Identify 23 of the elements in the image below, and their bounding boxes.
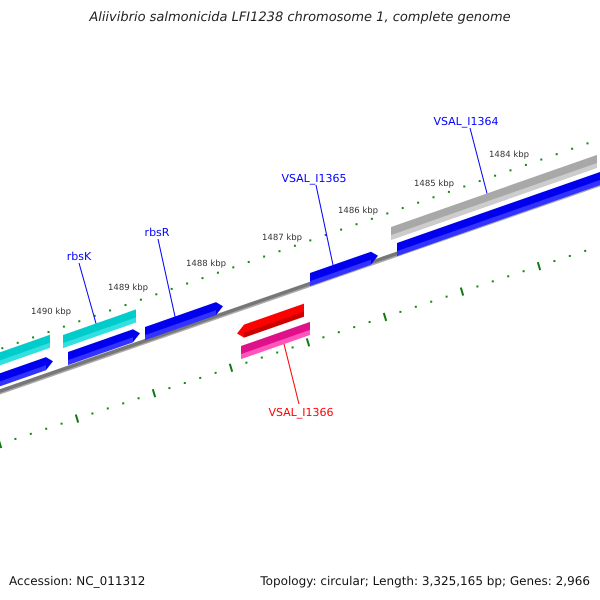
leader-line [470,128,488,194]
gene-label: rbsK [66,250,92,263]
scale-label: 1484 kbp [489,150,530,160]
gene-block [241,322,310,359]
title: Aliivibrio salmonicida LFI1238 chromosome 1, complete genome [89,10,511,25]
gene-block [145,302,223,340]
gene-label: VSAL_I1366 [268,406,334,419]
gene-label: VSAL_I1364 [433,115,499,128]
leader-line [78,262,96,324]
scale-label: 1490 kbp [31,307,72,317]
gene-block [310,252,378,286]
gene-label: VSAL_I1365 [281,172,347,185]
gene-label: rbsR [144,226,170,239]
scale-label: 1489 kbp [108,283,148,293]
leader-line [284,343,300,404]
leader-line [316,184,334,266]
footer-text: Topology: circular; Length: 3,325,165 bp; Genes: 2,966 [260,574,590,588]
footer-text: Accession: NC_011312 [9,574,146,588]
scale-label: 1485 kbp [414,179,454,189]
scale-label: 1486 kbp [338,206,378,216]
scale-label: 1487 kbp [262,233,302,243]
scale-label: 1488 kbp [186,259,226,269]
leader-line [158,238,176,317]
